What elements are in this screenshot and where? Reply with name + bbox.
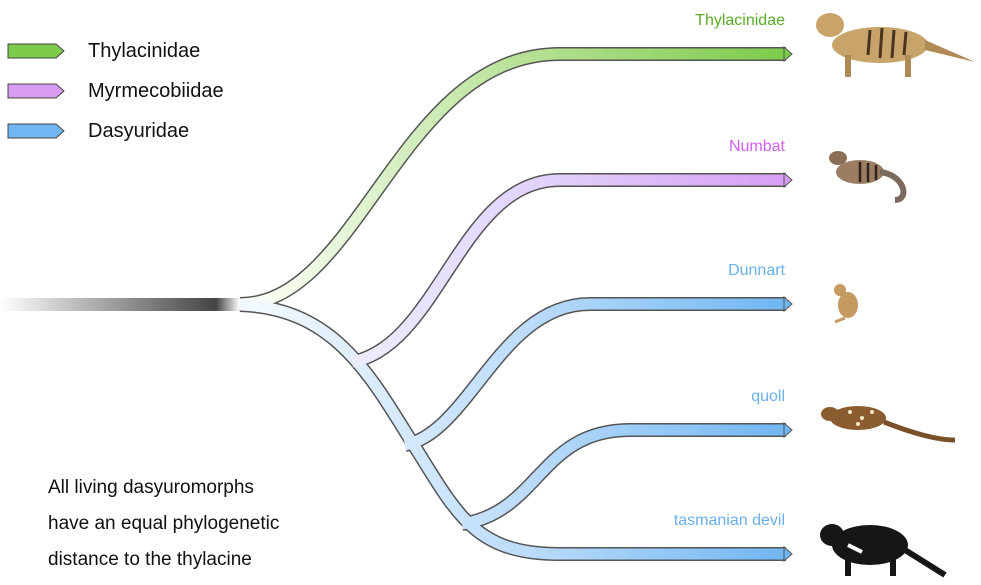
legend-arrow-dasyuridae	[7, 123, 65, 139]
quoll-icon	[821, 406, 956, 443]
legend-arrow-thylacinidae	[7, 43, 65, 59]
caption-line: distance to the thylacine	[48, 549, 252, 570]
legend-label-thylacinidae: Thylacinidae	[88, 40, 201, 62]
caption: All living dasyuromorphs have an equal p…	[48, 470, 279, 578]
branch-thylacinidae	[239, 48, 786, 310]
thylacine-icon	[816, 13, 975, 77]
numbat-icon	[829, 151, 907, 203]
legend-label-dasyuridae: Dasyuridae	[88, 120, 190, 142]
branch-quoll	[461, 424, 786, 530]
caption-line: All living dasyuromorphs	[48, 477, 254, 498]
tip-label-thylacinidae: Thylacinidae	[695, 12, 785, 29]
tip-label-numbat: Numbat	[728, 138, 785, 155]
tip-label-quoll: quoll	[751, 388, 785, 405]
tip-label-tasmanian-devil: tasmanian devil	[673, 512, 785, 529]
caption-line: have an equal phylogenetic	[48, 513, 280, 534]
legend-label-myrmecobiidae: Myrmecobiidae	[88, 80, 224, 102]
tasmanian-devil-icon	[820, 524, 947, 578]
dunnart-icon	[834, 284, 858, 324]
branch-dasyuridae-trunk	[239, 299, 786, 560]
branch-numbat	[350, 174, 786, 368]
legend-arrow-myrmecobiidae	[7, 83, 65, 99]
tip-label-dunnart: Dunnart	[728, 262, 785, 279]
branch-dunnart	[403, 298, 786, 451]
root-branch	[0, 298, 245, 311]
